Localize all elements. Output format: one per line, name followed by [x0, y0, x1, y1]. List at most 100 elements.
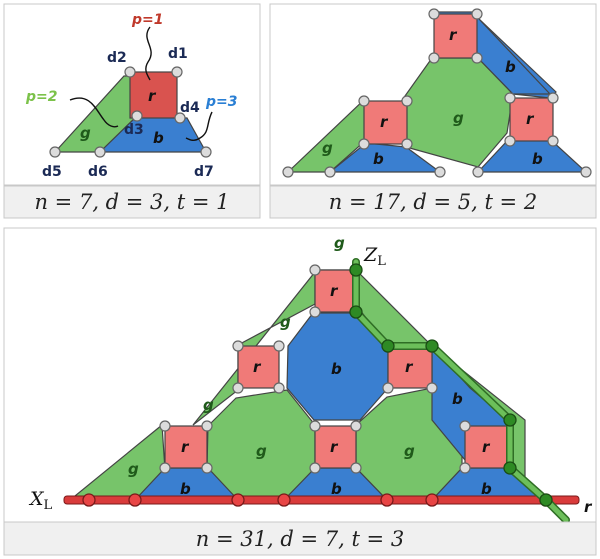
logical-x-label: XL	[28, 488, 53, 513]
qubit-d7	[200, 146, 212, 158]
plaquette-red-right	[509, 97, 554, 142]
z-qubit	[539, 493, 553, 507]
qubit-label-d3: d3	[124, 122, 144, 138]
plaquette-red-1	[314, 269, 357, 313]
plaquette-label-p3: p=3	[205, 94, 238, 110]
qubit-d3	[131, 110, 143, 122]
plaquette-label-p2: p=2	[25, 89, 58, 105]
face-label-b-right: b	[532, 150, 543, 168]
panel-small-caption-box	[3, 185, 261, 219]
x-qubit	[128, 493, 142, 507]
face-label-r-top: r	[449, 26, 458, 44]
qubit	[428, 8, 440, 20]
qubit	[358, 95, 370, 107]
panel-large-qubits	[159, 264, 471, 474]
x-qubit	[277, 493, 291, 507]
qubit	[309, 420, 321, 432]
qubit	[350, 420, 362, 432]
face-label-b: b	[331, 360, 342, 378]
z-qubit	[503, 413, 517, 427]
qubit-d6	[94, 146, 106, 158]
qubit	[471, 8, 483, 20]
z-qubit	[425, 339, 439, 353]
qubit-label-d1: d1	[168, 46, 188, 62]
z-qubit	[349, 263, 363, 277]
logical-z-operator	[353, 259, 569, 523]
qubit-d5	[49, 146, 61, 158]
qubit-label-d6: d6	[88, 164, 108, 180]
qubit-d2	[124, 66, 136, 78]
qubit-d4	[174, 112, 186, 124]
panel-medium: r r r g g b b b n = 17,	[269, 3, 597, 219]
qubit	[471, 52, 483, 64]
panel-small-caption: n = 7, d = 3, t = 1	[34, 190, 229, 214]
face-label-r: r	[482, 438, 491, 456]
face-label-g: g	[280, 313, 291, 331]
panel-small: r g b d1 d2 d3 d4 d5 d6 d7 p=1 p=2 p=3 n…	[3, 3, 261, 219]
face-label-g: g	[256, 442, 267, 460]
panel-medium-qubits	[282, 8, 592, 178]
face-label-r-right: r	[526, 110, 535, 128]
plaquette-red-5	[314, 425, 357, 469]
face-label-g: g	[404, 442, 415, 460]
qubit	[382, 382, 394, 394]
face-label-b-top: b	[505, 58, 516, 76]
face-label-g-center: g	[453, 109, 464, 127]
plaquette-red	[129, 71, 178, 119]
qubit	[504, 92, 516, 104]
face-label-g-left: g	[322, 139, 333, 157]
qubit	[459, 462, 471, 474]
boundary-label-r: r	[584, 498, 593, 516]
qubit	[580, 166, 592, 178]
plaquette-red-4	[164, 425, 208, 469]
face-label-b: b	[481, 480, 492, 498]
qubit	[350, 462, 362, 474]
qubit	[232, 340, 244, 352]
panel-large-caption-box	[3, 521, 597, 556]
plaquette-red-left	[363, 100, 408, 145]
qubit	[273, 340, 285, 352]
qubit	[459, 420, 471, 432]
face-label-b: b	[331, 480, 342, 498]
z-qubit	[381, 339, 395, 353]
x-qubit	[425, 493, 439, 507]
qubit	[201, 420, 213, 432]
face-label-b: b	[180, 480, 191, 498]
qubit-label-d2: d2	[107, 50, 127, 66]
face-label-b-left: b	[373, 150, 384, 168]
face-label-r: r	[181, 438, 190, 456]
panel-medium-caption-box	[269, 185, 597, 219]
boundary-label-g: g	[334, 234, 345, 252]
face-label-r: r	[330, 438, 339, 456]
face-label-r: r	[405, 358, 414, 376]
plaquette-red-top	[433, 13, 478, 59]
qubit	[324, 166, 336, 178]
x-qubit	[231, 493, 245, 507]
qubit	[358, 138, 370, 150]
qubit	[309, 264, 321, 276]
qubit	[232, 382, 244, 394]
leader-p1	[145, 26, 152, 81]
x-qubit	[82, 493, 96, 507]
face-label-r: r	[148, 87, 157, 105]
qubit-label-d4: d4	[180, 100, 200, 116]
qubit	[159, 462, 171, 474]
z-qubit	[349, 305, 363, 319]
qubit	[547, 135, 559, 147]
face-label-b: b	[452, 390, 463, 408]
qubit	[309, 306, 321, 318]
face-label-g: g	[128, 460, 139, 478]
panel-large: r r r r r r g g g g g b b b b b	[3, 227, 597, 556]
logical-x-operator	[63, 495, 580, 505]
face-label-g: g	[203, 396, 214, 414]
panel-medium-caption: n = 17, d = 5, t = 2	[329, 190, 537, 214]
panel-large-caption: n = 31, d = 7, t = 3	[196, 527, 404, 551]
qubit	[428, 52, 440, 64]
qubit-label-d7: d7	[194, 164, 214, 180]
face-label-g: g	[80, 124, 91, 142]
logical-z-label: ZL	[363, 244, 386, 269]
qubit	[547, 92, 559, 104]
qubit	[472, 166, 484, 178]
plaquette-label-p1: p=1	[131, 12, 164, 28]
